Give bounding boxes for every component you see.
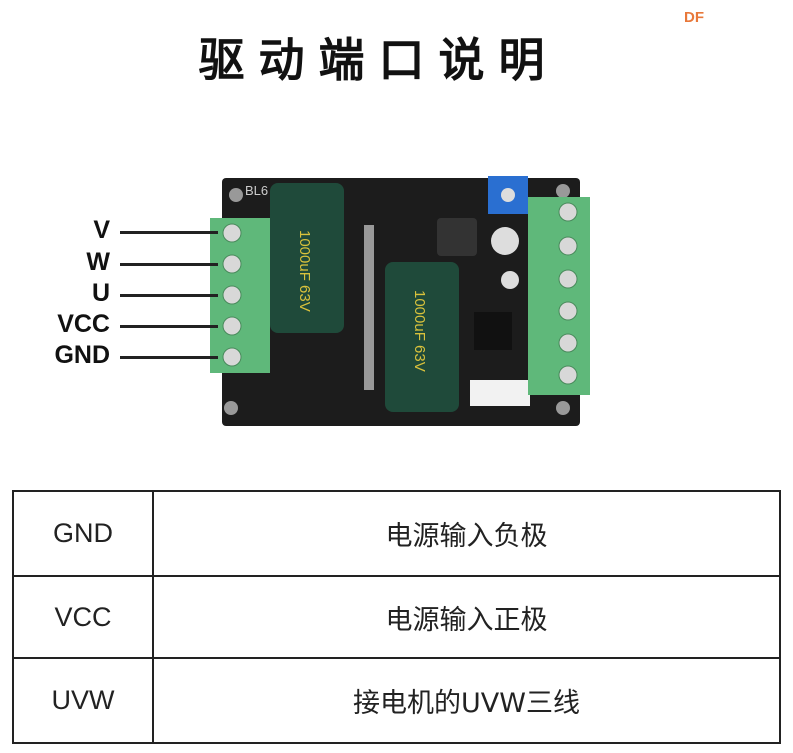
mount-screw	[556, 401, 570, 415]
heatsink	[364, 225, 374, 390]
pin-line	[120, 294, 218, 297]
description-cell: 电源输入负极	[152, 490, 781, 577]
brand-logo: DF	[684, 9, 704, 26]
capacitor	[385, 262, 459, 412]
port-table: GND 电源输入负极 VCC 电源输入正极 UVW 接电机的UVW三线	[12, 490, 781, 744]
port-cell: GND	[12, 490, 154, 577]
inductor	[437, 218, 477, 256]
port-cell: UVW	[12, 657, 154, 744]
driver-board-image: BL6 1000uF 63V 1000uF 63V	[210, 176, 590, 426]
pin-label-u: U	[91, 279, 110, 307]
table-row: UVW 接电机的UVW三线	[12, 657, 781, 744]
capacitor	[270, 183, 344, 333]
description-cell: 接电机的UVW三线	[152, 657, 781, 744]
page-title: 驱动端口说明	[198, 33, 559, 87]
mount-screw	[224, 401, 238, 415]
mount-screw	[229, 188, 243, 202]
connector	[470, 380, 530, 406]
pin-line	[120, 356, 218, 359]
table-row: VCC 电源输入正极	[12, 575, 781, 659]
svg-text:1000uF 63V: 1000uF 63V	[296, 230, 313, 312]
pin-label-vcc: VCC	[57, 310, 110, 338]
right-terminal-block	[528, 197, 590, 395]
svg-text:1000uF 63V: 1000uF 63V	[411, 290, 428, 372]
pin-line	[120, 325, 218, 328]
pin-line	[120, 231, 218, 234]
port-cell: VCC	[12, 575, 154, 659]
pin-line	[120, 263, 218, 266]
pin-label-gnd: GND	[54, 341, 110, 369]
description-cell: 电源输入正极	[152, 575, 781, 659]
pin-label-v: V	[93, 216, 110, 244]
mount-screw	[556, 184, 570, 198]
pin-label-w: W	[86, 248, 110, 276]
small-capacitor	[491, 227, 519, 255]
chip	[474, 312, 512, 350]
table-row: GND 电源输入负极	[12, 490, 781, 577]
board-model-text: BL6	[245, 183, 268, 198]
